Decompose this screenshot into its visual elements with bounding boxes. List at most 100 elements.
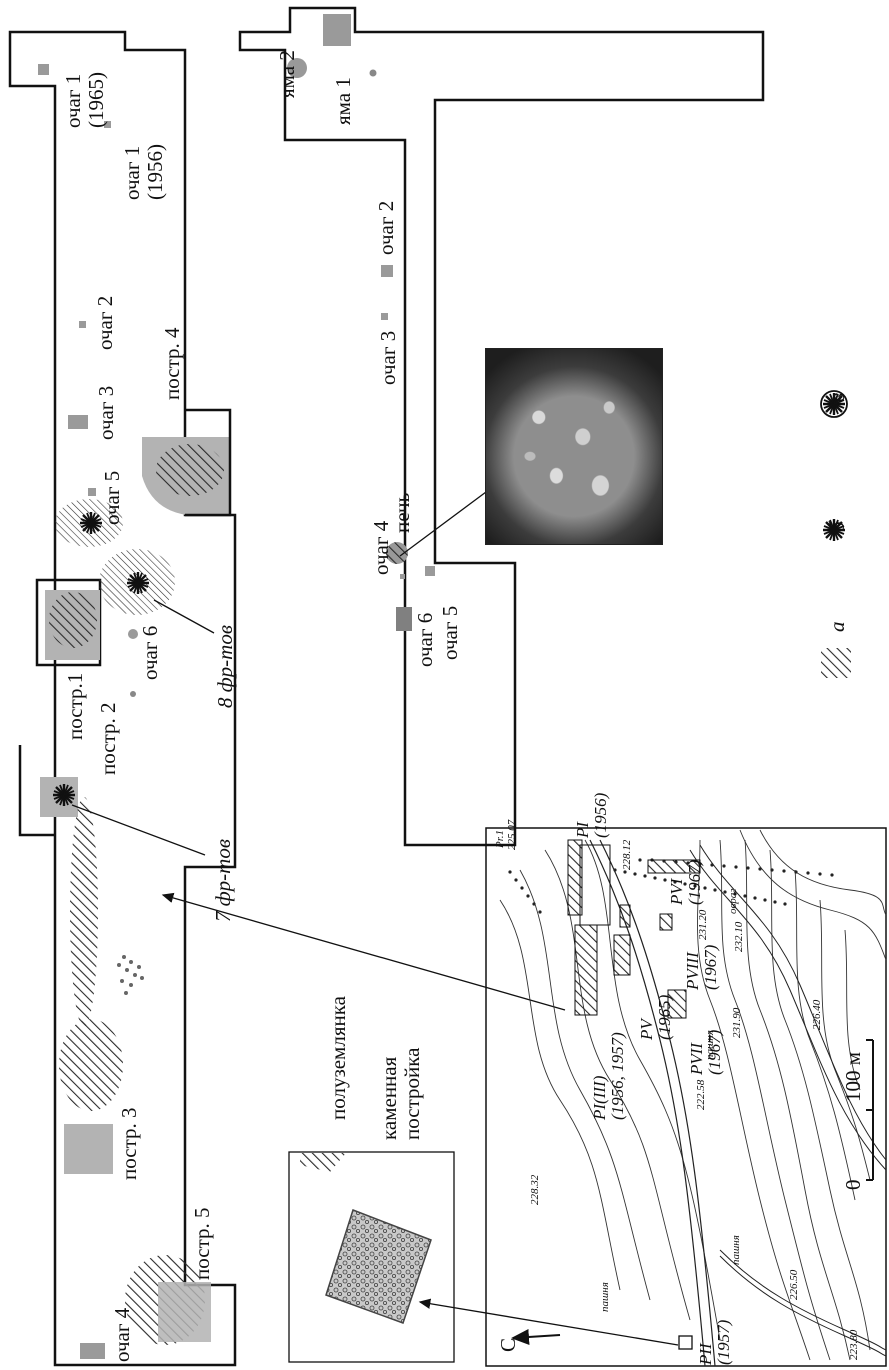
site-PVI [647, 859, 701, 874]
label-oven: печь [390, 492, 414, 533]
site-PV-small [619, 904, 631, 928]
hearth-3-right [381, 313, 388, 320]
hearth-6-left [128, 629, 138, 639]
scale-bar [866, 1039, 874, 1181]
hearth-3-left [68, 415, 88, 429]
oven [386, 542, 408, 564]
hearth-4-right [400, 574, 405, 579]
label-pit2: яма 2 [275, 50, 299, 98]
pit-2 [287, 58, 307, 78]
spot-height: 231.90 [731, 1007, 743, 1038]
left-trench-outline [8, 30, 237, 1367]
label-hearth5-left: очаг 5 [100, 470, 124, 525]
legend-hatched-swatch [821, 648, 851, 678]
map-label-PV: PV (1965) [637, 994, 674, 1040]
hatched-zone-postr3 [59, 1019, 123, 1111]
label-building4: постр. 4 [160, 327, 184, 400]
hatched-strip-dune [70, 797, 98, 1027]
map-word: пашня [704, 1030, 716, 1060]
spot-height: 231.20 [697, 909, 709, 940]
semi-dugout-corner [300, 1153, 346, 1172]
label-building1: постр.1 [63, 672, 87, 740]
spot-height: 226.50 [788, 1269, 800, 1300]
right-trench-outline [238, 6, 765, 847]
site-PV [613, 934, 631, 976]
pit-1 [369, 69, 377, 77]
legend-label-b: б [825, 521, 849, 532]
fragment-zone-upper [55, 499, 123, 547]
hearth-2-left [79, 321, 86, 328]
hearth-4-left [80, 1343, 105, 1359]
ravine [719, 1249, 887, 1357]
pit-square [323, 14, 351, 46]
site-PII [678, 1335, 693, 1350]
hearth-6-right [396, 607, 412, 631]
building-4 [142, 408, 232, 517]
oven-photo-leader [399, 491, 487, 557]
site-PI [567, 839, 583, 916]
site-PIII [574, 924, 598, 1016]
location-arrow [161, 892, 566, 1011]
stone-building-inset-frame [288, 1151, 455, 1363]
hearth-1-1965 [38, 64, 49, 75]
hearth-5-left [88, 488, 96, 496]
north-arrow [511, 1328, 561, 1345]
label-stone-building: каменная постройка [377, 1047, 424, 1140]
fragment-star-icon [125, 570, 151, 596]
building-3 [64, 1124, 113, 1174]
fragment-star-icon [78, 510, 104, 536]
spot-height: 223.80 [848, 1329, 860, 1360]
label-building3: постр. 3 [117, 1107, 141, 1180]
label-8-fragments: 8 фр-тов [213, 625, 237, 708]
spot-height: Pr.1 [494, 829, 506, 848]
map-label-PI: PI (1956) [573, 792, 610, 838]
label-hearth6-right: очаг 6 [413, 612, 437, 667]
hearth-5-right [425, 566, 435, 576]
spot-height: 225.07 [506, 819, 518, 850]
building-2 [18, 745, 78, 837]
label-hearth6-left: очаг 6 [138, 625, 162, 680]
scale-label-100m: 100 м [841, 1051, 865, 1102]
legend-label-a: а [825, 621, 849, 633]
spot-height: 222.58 [695, 1079, 707, 1110]
map-label-PIII: PI(III) (1956, 1957) [590, 1032, 627, 1120]
map-label-PVI: PVI (1967) [667, 859, 704, 905]
label-building5: постр. 5 [190, 1207, 214, 1280]
map-label-PII: PII (1957) [696, 1319, 733, 1365]
label-hearth2-right: очаг 2 [374, 200, 398, 255]
dot-cluster [117, 955, 144, 995]
site-PVIII [659, 913, 673, 931]
site-plan-frame [485, 827, 887, 1367]
road-east [689, 844, 887, 1171]
legend-star-circle-icon [820, 390, 848, 418]
site-PVII [667, 989, 687, 1019]
spot-height: 232.10 [733, 921, 745, 952]
leader-7-fragments [71, 804, 206, 856]
label-building2: постр. 2 [96, 702, 120, 775]
map-label-PVIII: PVIII (1967) [683, 944, 720, 990]
building-5 [125, 1255, 211, 1345]
spot-height: 228.12 [621, 839, 633, 870]
legend-label-v: в [825, 392, 849, 402]
spot-height: 226.40 [811, 999, 823, 1030]
label-pit1: яма 1 [331, 77, 355, 125]
contour-lines [499, 829, 887, 1361]
stone-building [325, 1209, 432, 1324]
label-7-fragments: 7 фр-тов [211, 839, 235, 922]
small-find-dot [130, 691, 136, 697]
label-semi-dugout: полуземлянка [326, 996, 350, 1120]
label-hearth2-left: очаг 2 [93, 295, 117, 350]
hearth-2-right [381, 265, 393, 277]
fragment-zone-8 [99, 549, 175, 615]
spot-height: 228.32 [529, 1174, 541, 1205]
north-label: С [496, 1337, 520, 1352]
site-PIII-ext [579, 844, 611, 926]
label-hearth1-1965: очаг 1 (1965) [61, 72, 108, 128]
label-hearth3-left: очаг 3 [94, 385, 118, 440]
map-word: овраг [727, 888, 739, 914]
map-word: пашня [730, 1235, 742, 1265]
label-hearth1-1956: очаг 1 (1956) [120, 144, 167, 200]
label-hearth4-left: очаг 4 [110, 1307, 134, 1362]
scale-label-zero: 0 [841, 1179, 865, 1191]
